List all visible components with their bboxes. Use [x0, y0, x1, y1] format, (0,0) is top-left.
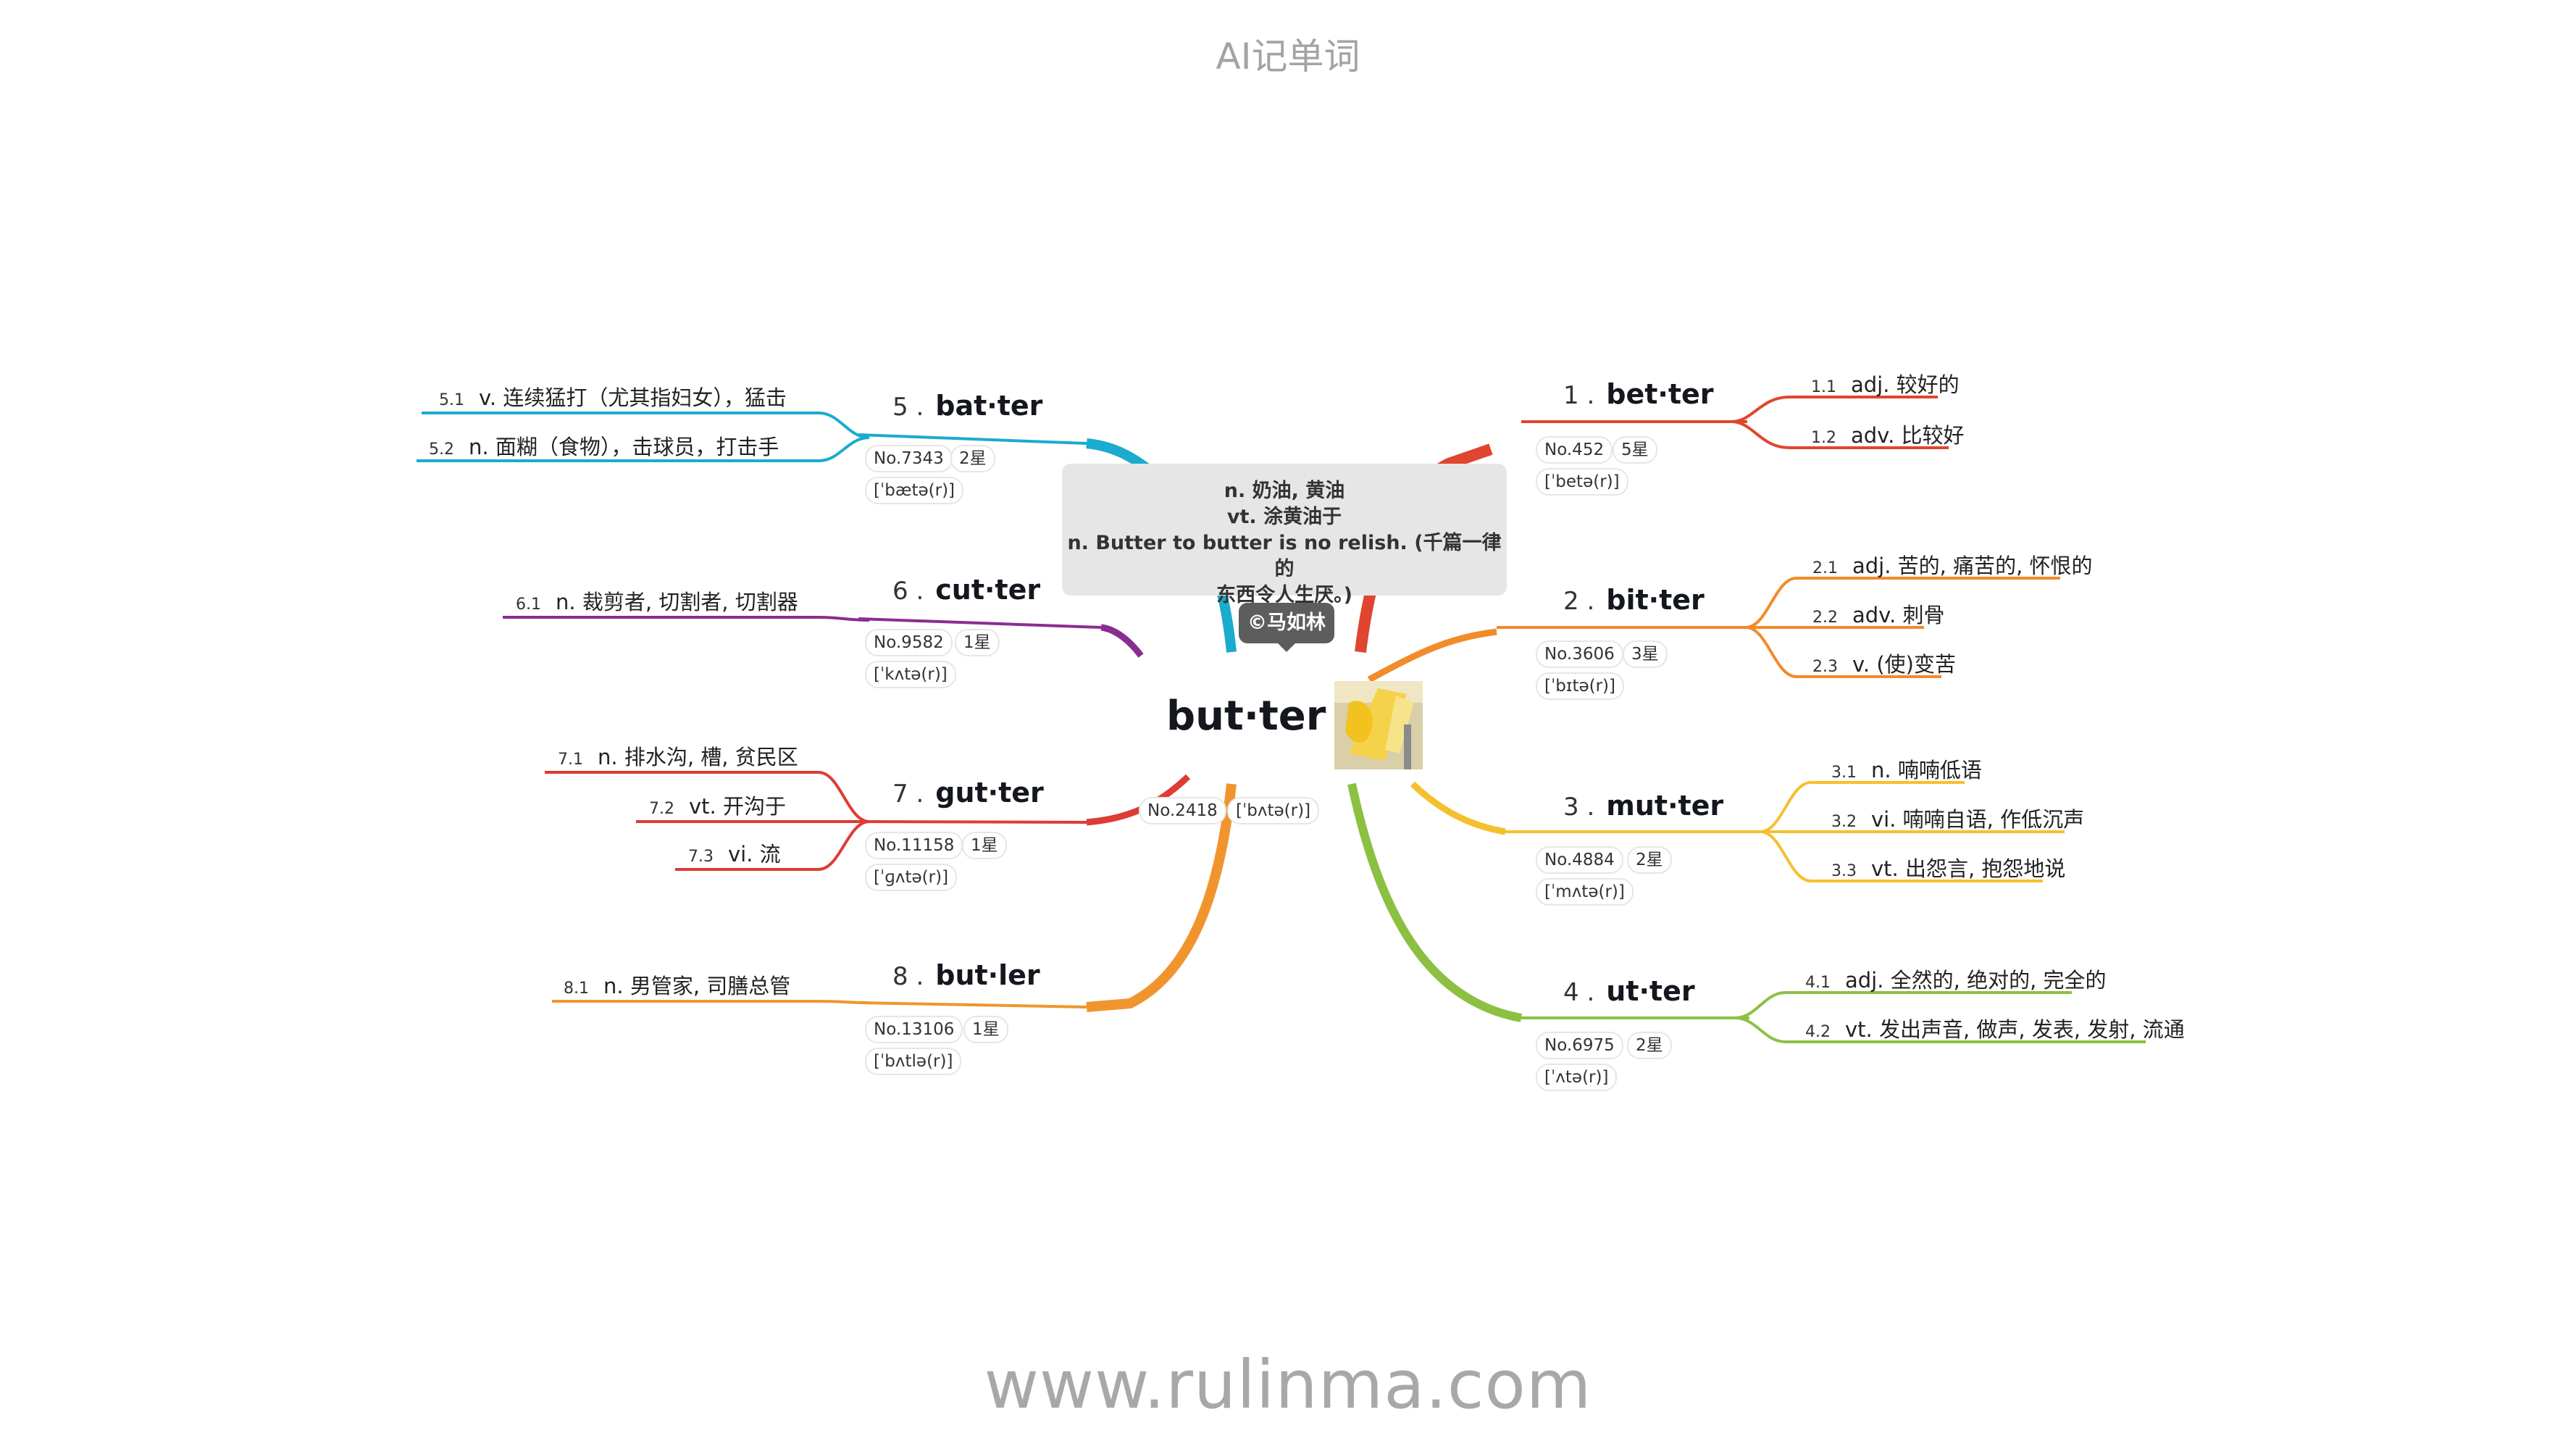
word-rank: No.2418: [1139, 797, 1226, 824]
definition-note: n. 奶油, 黄油 vt. 涂黄油于 n. Butter to butter i…: [1062, 464, 1507, 606]
note-line: 东西令人生厌。): [1216, 584, 1352, 606]
branch-number: 5 .: [892, 393, 924, 422]
branch-word: bet·ter: [1606, 378, 1714, 410]
trunk-6: [1100, 624, 1144, 658]
word-rank: No.7343: [865, 445, 953, 472]
branch-number: 2 .: [1563, 587, 1595, 616]
branch-8[interactable]: 8 . but·ler: [892, 959, 1040, 991]
phonetic: [ˈbetə(r)]: [1536, 468, 1628, 496]
star-rating: 1星: [963, 1016, 1008, 1043]
star-rating: 1星: [955, 629, 1000, 656]
branch-word: mut·ter: [1606, 790, 1724, 822]
trunk-8: [1086, 783, 1237, 1012]
word-rank: No.11158: [865, 832, 963, 859]
phonetic: [ˈɡʌtə(r)]: [865, 864, 958, 891]
branch-word: cut·ter: [935, 574, 1041, 606]
branch-2[interactable]: 2 . bit·ter: [1563, 584, 1705, 616]
copyright-tag-pointer: [1276, 642, 1297, 652]
branch-word: but·ler: [935, 959, 1040, 991]
word-rank: No.13106: [865, 1016, 963, 1043]
phonetic: [ˈbætə(r)]: [865, 477, 964, 504]
note-line: n. Butter to butter is no relish. (千篇一律的: [1067, 532, 1502, 580]
branch-number: 8 .: [892, 962, 924, 991]
word-rank: No.3606: [1536, 640, 1623, 668]
note-line: n. 奶油, 黄油: [1224, 480, 1345, 502]
trunk-3: [1410, 781, 1506, 835]
word-rank: No.4884: [1536, 846, 1623, 874]
copyright-tag: ©马如林: [1239, 603, 1334, 643]
phonetic: [ˈbʌtlə(r)]: [865, 1048, 962, 1075]
center-word[interactable]: but·ter: [1166, 693, 1326, 740]
branch-7[interactable]: 7 . gut·ter: [892, 777, 1044, 809]
branch-number: 1 .: [1563, 381, 1595, 410]
branch-number: 7 .: [892, 780, 924, 809]
footer-url[interactable]: www.rulinma.com: [984, 1346, 1592, 1424]
note-line: vt. 涂黄油于: [1226, 506, 1342, 528]
branch-6[interactable]: 6 . cut·ter: [892, 574, 1040, 606]
word-rank: No.6975: [1536, 1032, 1623, 1059]
trunk-4: [1347, 782, 1523, 1022]
star-rating: 2星: [950, 445, 995, 472]
branch-word: bit·ter: [1606, 584, 1705, 616]
branch-word: ut·ter: [1606, 975, 1695, 1007]
phonetic: [ˈbɪtə(r)]: [1536, 672, 1624, 700]
star-rating: 5星: [1613, 436, 1657, 464]
star-rating: 1星: [962, 832, 1007, 859]
word-rank: No.9582: [865, 629, 953, 656]
branch-1[interactable]: 1 . bet·ter: [1563, 378, 1714, 410]
phonetic: [ˈʌtə(r)]: [1536, 1064, 1618, 1091]
word-rank: No.452: [1536, 436, 1613, 464]
branch-word: gut·ter: [935, 777, 1044, 809]
branch-number: 3 .: [1563, 793, 1595, 822]
branch-number: 6 .: [892, 577, 924, 606]
star-rating: 2星: [1627, 1032, 1672, 1059]
trunk-2: [1367, 628, 1497, 682]
star-rating: 2星: [1627, 846, 1672, 874]
branch-word: bat·ter: [935, 390, 1043, 422]
butter-image: [1334, 681, 1423, 769]
branch-4[interactable]: 4 . ut·ter: [1563, 975, 1695, 1007]
phonetic: [ˈbʌtə(r)]: [1227, 797, 1320, 824]
branch-3[interactable]: 3 . mut·ter: [1563, 790, 1723, 822]
branch-number: 4 .: [1563, 978, 1595, 1007]
star-rating: 3星: [1623, 640, 1668, 668]
phonetic: [ˈmʌtə(r)]: [1536, 878, 1634, 906]
phonetic: [ˈkʌtə(r)]: [865, 661, 956, 688]
branch-5[interactable]: 5 . bat·ter: [892, 390, 1042, 422]
page-title: AI记单词: [1216, 36, 1360, 78]
